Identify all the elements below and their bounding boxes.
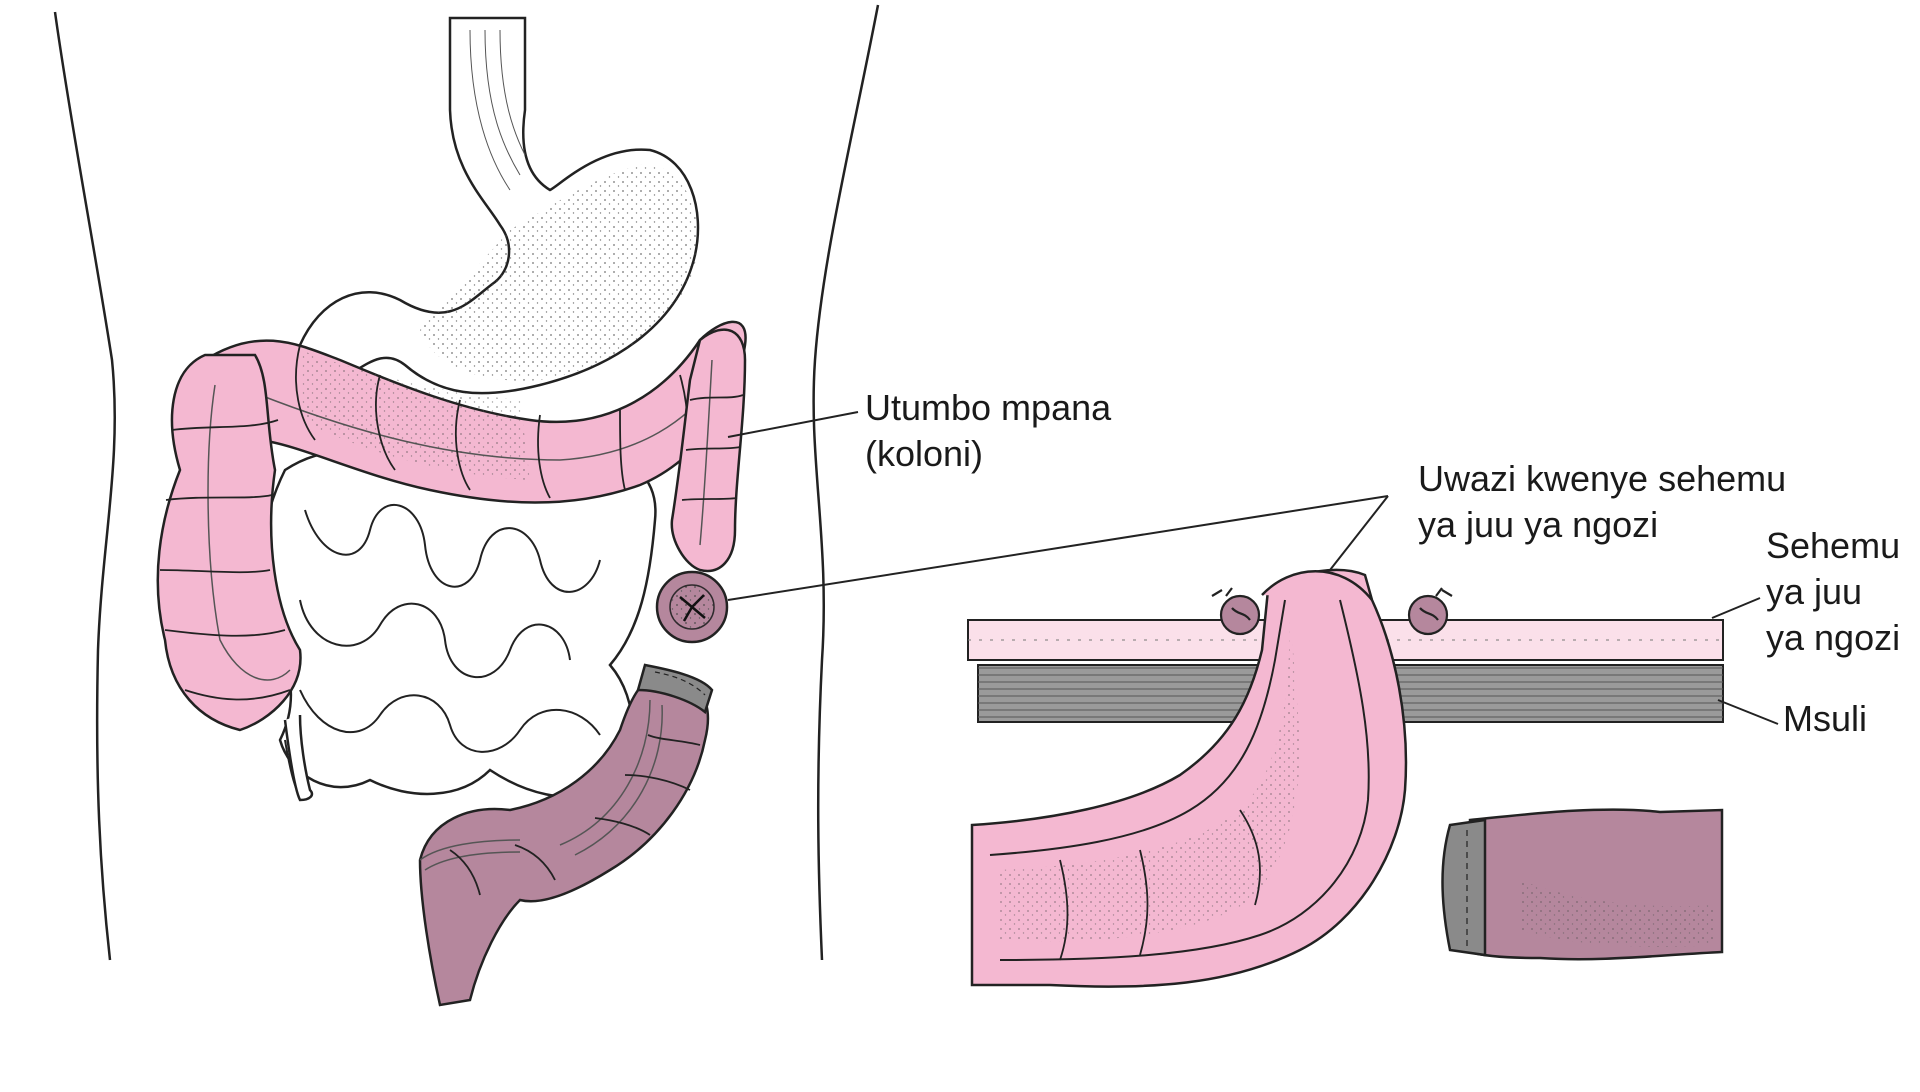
label-stoma: Uwazi kwenye sehemu ya juu ya ngozi <box>1418 456 1786 548</box>
label-colon-line1: Utumbo mpana <box>865 387 1112 428</box>
torso-outline <box>53 4 880 961</box>
label-colon-line2: (koloni) <box>865 433 984 474</box>
label-stoma-line2: ya juu ya ngozi <box>1418 504 1659 545</box>
label-stoma-line1: Uwazi kwenye sehemu <box>1418 458 1787 499</box>
label-skin-line3: ya ngozi <box>1766 617 1901 658</box>
small-intestine <box>258 448 657 798</box>
suture-right <box>1407 587 1453 636</box>
descending-colon <box>670 328 747 573</box>
leader-stoma-left <box>727 495 1389 601</box>
label-skin: Sehemu ya juu ya ngozi <box>1766 523 1900 661</box>
leader-muscle <box>1717 699 1779 725</box>
closed-distal-segment <box>1441 808 1724 961</box>
leader-colon <box>727 411 859 438</box>
ascending-colon <box>156 353 314 802</box>
transverse-colon <box>203 320 747 504</box>
label-muscle-line1: Msuli <box>1783 698 1868 739</box>
suture-left <box>1211 587 1261 636</box>
leader-skin <box>1711 597 1761 619</box>
leader-stoma-down <box>1329 495 1389 571</box>
colon-cross-section <box>970 568 1408 988</box>
label-muscle: Msuli <box>1783 696 1867 742</box>
leader-lines <box>727 411 1779 725</box>
sigmoid-rectum-disconnected <box>418 663 714 1007</box>
stomach <box>295 16 700 395</box>
label-skin-line1: Sehemu <box>1766 525 1901 566</box>
label-skin-line2: ya juu <box>1766 571 1863 612</box>
label-colon: Utumbo mpana (koloni) <box>865 385 1111 477</box>
stoma-front-view <box>655 570 729 644</box>
